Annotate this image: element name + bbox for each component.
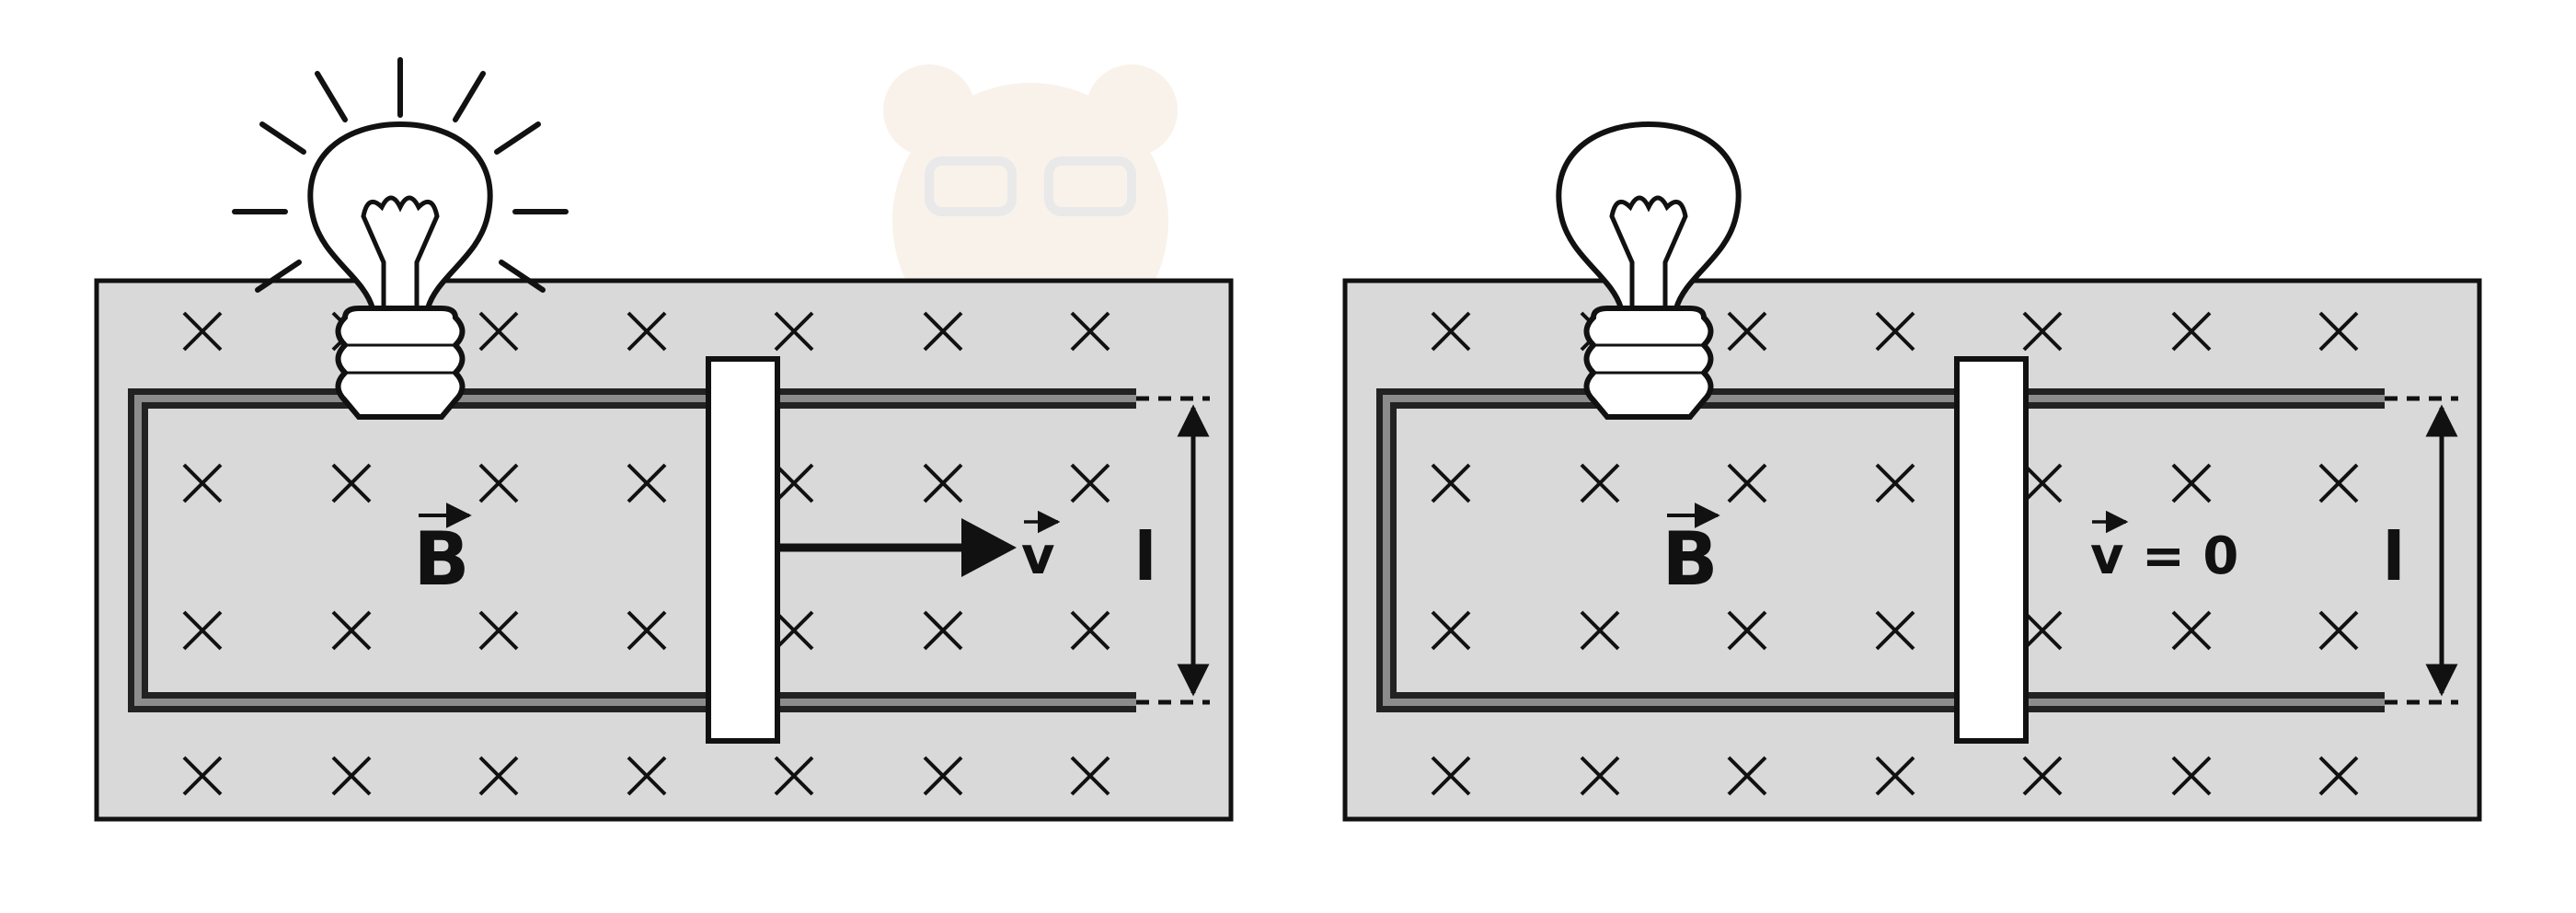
cross-into-page-icon [1875, 610, 1915, 651]
cross-into-page-icon [627, 311, 667, 352]
cross-into-page-icon [331, 756, 372, 796]
cross-into-page-icon [1431, 463, 1471, 503]
cross-into-page-icon [331, 463, 372, 503]
svg-text:v: v [1021, 526, 1055, 586]
bulb-base [335, 306, 466, 420]
bulb-filament [1609, 195, 1688, 308]
cross-into-page-icon [331, 610, 372, 651]
cross-into-page-icon [2171, 463, 2212, 503]
cross-into-page-icon [2022, 610, 2063, 651]
svg-text:B: B [414, 516, 470, 602]
cross-into-page-icon [1580, 610, 1620, 651]
cross-into-page-icon [1727, 610, 1767, 651]
light-bulb-icon [232, 57, 569, 420]
length-label: l [2383, 518, 2406, 595]
sliding-rod [706, 356, 780, 744]
cross-into-page-icon [2171, 756, 2212, 796]
cross-into-page-icon [1431, 756, 1471, 796]
length-label: l [1134, 518, 1157, 595]
panel-right: B v = 0 l [1342, 121, 2482, 822]
cross-into-page-icon [923, 311, 963, 352]
cross-into-page-icon [2318, 610, 2359, 651]
field-label: B [1662, 503, 1720, 602]
sliding-rod [1954, 356, 2029, 744]
cross-into-page-icon [2171, 311, 2212, 352]
field-markers [1431, 311, 2359, 796]
bulb-glass [1556, 121, 1742, 311]
bulb-base [1583, 306, 1714, 420]
cross-into-page-icon [774, 311, 814, 352]
cross-into-page-icon [1580, 756, 1620, 796]
cross-into-page-icon [1070, 756, 1110, 796]
cross-into-page-icon [2318, 756, 2359, 796]
svg-text:v = 0: v = 0 [2090, 526, 2238, 586]
field-label: B [414, 503, 472, 602]
cross-into-page-icon [182, 311, 223, 352]
cross-into-page-icon [2318, 463, 2359, 503]
cross-into-page-icon [2022, 311, 2063, 352]
cross-into-page-icon [1070, 463, 1110, 503]
bulb-filament [361, 195, 440, 308]
field-markers [182, 311, 1110, 796]
cross-into-page-icon [923, 463, 963, 503]
velocity-label: v = 0 [2090, 510, 2238, 586]
magnetic-field-region [94, 278, 1234, 822]
rail-inner [134, 395, 1136, 706]
cross-into-page-icon [182, 756, 223, 796]
cross-into-page-icon [1727, 311, 1767, 352]
cross-into-page-icon [1727, 463, 1767, 503]
cross-into-page-icon [478, 463, 519, 503]
cross-into-page-icon [1070, 610, 1110, 651]
cross-into-page-icon [2171, 610, 2212, 651]
cross-into-page-icon [2022, 463, 2063, 503]
cross-into-page-icon [182, 463, 223, 503]
cross-into-page-icon [478, 756, 519, 796]
cross-into-page-icon [1431, 610, 1471, 651]
cross-into-page-icon [1727, 756, 1767, 796]
cross-into-page-icon [2022, 756, 2063, 796]
rail-inner [1383, 395, 2385, 706]
cross-into-page-icon [923, 756, 963, 796]
cross-into-page-icon [1875, 463, 1915, 503]
magnetic-field-region [1342, 278, 2482, 822]
velocity-arrowhead [961, 518, 1017, 577]
cross-into-page-icon [1431, 311, 1471, 352]
cross-into-page-icon [627, 463, 667, 503]
cross-into-page-icon [923, 610, 963, 651]
cross-into-page-icon [774, 610, 814, 651]
cross-into-page-icon [478, 311, 519, 352]
panel-left: B v l [94, 57, 1234, 822]
bulb-glow-rays [232, 57, 569, 293]
cross-into-page-icon [478, 610, 519, 651]
velocity-label: v [1021, 510, 1061, 586]
cross-into-page-icon [627, 610, 667, 651]
bulb-glass [307, 121, 493, 311]
cross-into-page-icon [774, 756, 814, 796]
cross-into-page-icon [774, 463, 814, 503]
cross-into-page-icon [627, 756, 667, 796]
cross-into-page-icon [2318, 311, 2359, 352]
svg-text:B: B [1662, 516, 1719, 602]
cross-into-page-icon [1875, 756, 1915, 796]
cross-into-page-icon [1875, 311, 1915, 352]
cross-into-page-icon [182, 610, 223, 651]
light-bulb-icon [1556, 121, 1742, 420]
cross-into-page-icon [1580, 463, 1620, 503]
cross-into-page-icon [1070, 311, 1110, 352]
